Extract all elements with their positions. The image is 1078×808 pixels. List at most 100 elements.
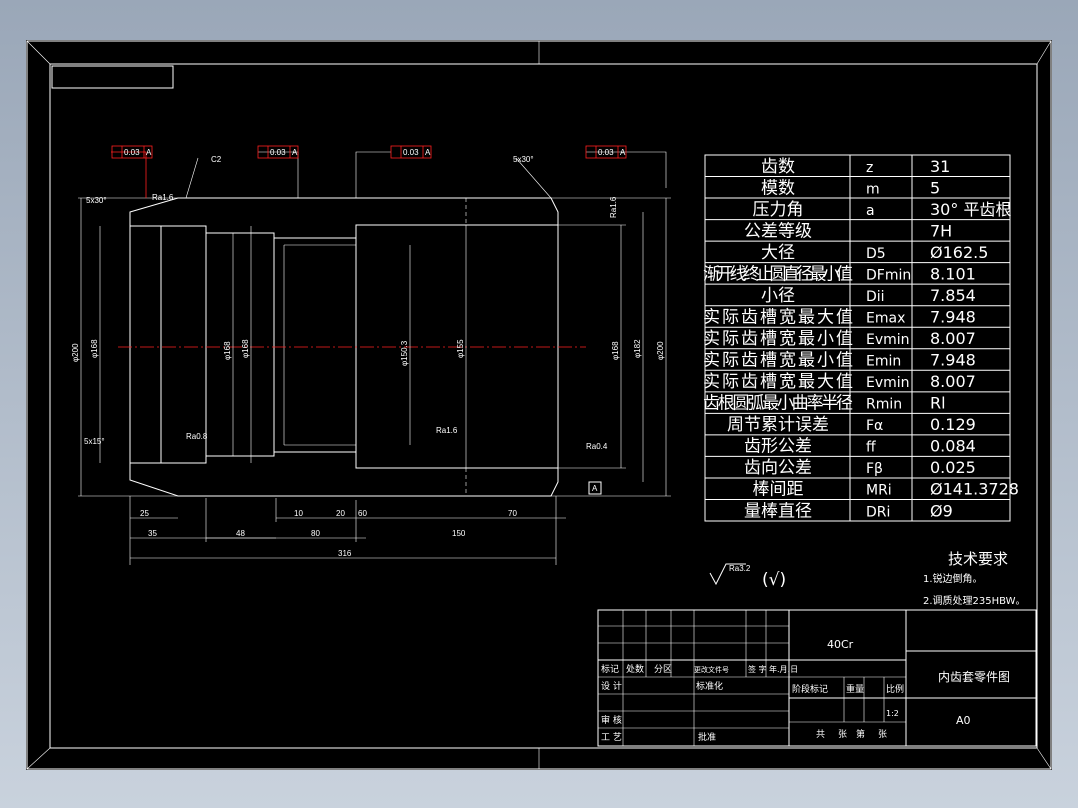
length-label: 20 (336, 509, 345, 518)
datum-label: A (592, 484, 598, 493)
tb-label: 审 核 (601, 714, 622, 726)
tb-label: 张 (838, 729, 847, 740)
length-label: 70 (508, 509, 517, 518)
param-name: 实际齿槽宽最小值 (703, 351, 853, 371)
param-symbol: Dii (866, 289, 885, 305)
param-value: Ø9 (930, 501, 953, 520)
cad-drawing: 0.03 A 0.03 A 0.03 A 0.03 A C2 5x30° 5x3… (26, 40, 1052, 770)
roughness-check: (√) (762, 570, 786, 590)
param-name: 模数 (761, 178, 795, 198)
tb-label: 批准 (698, 731, 716, 743)
param-value: 0.084 (930, 437, 976, 456)
drawing-name: 内齿套零件图 (938, 670, 1010, 684)
diameter-label: φ200 (656, 341, 665, 360)
diameter-label: φ168 (241, 339, 250, 358)
param-symbol: Fβ (866, 461, 883, 477)
param-name: 量棒直径 (744, 501, 812, 521)
fcf-datum: A (425, 148, 431, 157)
diameter-label: φ168 (611, 341, 620, 360)
length-label: 150 (452, 529, 466, 538)
roughness-symbol (709, 563, 746, 586)
param-symbol: D5 (866, 246, 886, 262)
part-section-view (78, 151, 671, 565)
param-name: 压力角 (753, 200, 804, 220)
inner-border (49, 63, 1038, 749)
param-symbol: DRi (866, 504, 890, 520)
diameter-label: φ168 (90, 339, 99, 358)
length-label: 316 (338, 549, 352, 558)
fcf-datum: A (146, 148, 152, 157)
tb-label: 阶段标记 (792, 683, 828, 695)
scale-value: 1:2 (886, 709, 899, 718)
roughness-mark: Ra1.6 (609, 196, 618, 218)
tb-label: 第 (856, 728, 865, 740)
title-block (597, 609, 1037, 747)
drawing-sheet: 0.03 A 0.03 A 0.03 A 0.03 A C2 5x30° 5x3… (26, 40, 1052, 770)
param-value: 8.101 (930, 264, 976, 283)
roughness-mark: Ra0.4 (586, 442, 608, 451)
material: 40Cr (827, 638, 854, 651)
fcf-value: 0.03 (270, 148, 286, 157)
tb-label: 标准化 (696, 680, 723, 692)
param-symbol: DFmin (866, 267, 911, 283)
chamfer-label: 5x30° (513, 155, 534, 164)
param-symbol: a (866, 203, 875, 219)
param-value: Ø162.5 (930, 243, 988, 262)
reverse-title-box (51, 65, 174, 89)
tb-label: 重量 (846, 683, 864, 695)
param-symbol: Emax (866, 310, 905, 326)
param-symbol: z (866, 160, 873, 176)
tb-label: 分区 (654, 664, 672, 675)
param-symbol: Emin (866, 354, 901, 370)
general-roughness: Ra3.2 (729, 564, 751, 573)
length-label: 60 (358, 509, 367, 518)
roughness-mark: Ra0.8 (186, 432, 208, 441)
param-value: 7H (930, 221, 952, 240)
fcf-datum: A (292, 148, 298, 157)
tb-label: 年.月.日 (769, 664, 798, 674)
param-name: 实际齿槽宽最大值 (703, 307, 853, 327)
diameter-label: φ182 (633, 339, 642, 358)
param-value: 7.854 (930, 286, 976, 305)
lower-wall-section (129, 451, 559, 497)
param-value: 0.129 (930, 415, 976, 434)
param-name: 渐开线终止圆直径最小值 (703, 264, 853, 284)
fcf-value: 0.03 (598, 148, 614, 157)
param-name: 实际齿槽宽最小值 (703, 329, 853, 349)
fcf-value: 0.03 (403, 148, 419, 157)
tb-label: 标记 (601, 663, 619, 675)
length-label: 48 (236, 529, 245, 538)
param-name: 实际齿槽宽最大值 (703, 372, 853, 392)
param-value: 7.948 (930, 351, 976, 370)
param-value: 7.948 (930, 307, 976, 326)
upper-wall-section (129, 197, 559, 239)
length-label: 80 (311, 529, 320, 538)
tb-label: 共 (816, 729, 825, 740)
diameter-label: φ150.3 (400, 340, 409, 366)
fcf-value: 0.03 (124, 148, 140, 157)
param-symbol: Evmin (866, 375, 910, 391)
length-label: 10 (294, 509, 303, 518)
param-value: 8.007 (930, 329, 976, 348)
param-name: 齿根圆弧最小曲率半径 (703, 394, 853, 414)
param-symbol: MRi (866, 483, 892, 499)
param-value: Rl (930, 394, 946, 413)
param-symbol: Rmin (866, 397, 902, 413)
tb-label: 张 (878, 729, 887, 740)
diameter-label: φ200 (71, 343, 80, 362)
fcf-datum: A (620, 148, 626, 157)
roughness-mark: Ra1.6 (152, 193, 174, 202)
tech-requirements-title: 技术要求 (948, 550, 1008, 568)
param-value: 8.007 (930, 372, 976, 391)
chamfer-label: 5x15° (84, 437, 105, 446)
param-name: 小径 (761, 286, 795, 306)
tb-label: 处数 (626, 663, 644, 675)
param-name: 棒间距 (753, 480, 804, 500)
param-value: Ø141.3728 (930, 480, 1019, 499)
param-name: 齿数 (761, 157, 795, 177)
param-name: 齿形公差 (744, 437, 812, 457)
param-value: 31 (930, 157, 950, 176)
tb-label: 比例 (886, 683, 904, 695)
paper-size: A0 (956, 714, 971, 727)
